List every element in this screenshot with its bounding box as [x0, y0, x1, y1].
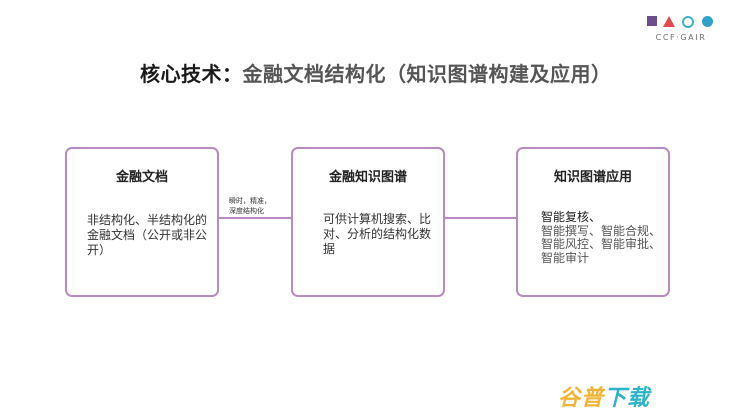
triangle-icon	[663, 16, 675, 27]
list-item: 智能审计	[541, 250, 590, 265]
ring-icon	[682, 16, 694, 28]
logo-text: CCF·GAIR	[655, 33, 707, 42]
list-item: 智能风控、智能审批、	[541, 237, 662, 251]
box-title: 知识图谱应用	[553, 170, 632, 185]
box-title: 金融文档	[115, 170, 168, 185]
box-description: 可供计算机搜索、比对、分析的结构化数据	[323, 212, 432, 256]
logo-shapes	[647, 14, 717, 28]
list-item: 智能复核、	[541, 210, 602, 224]
connector-line-1	[219, 217, 291, 219]
box-title: 金融知识图谱	[328, 170, 407, 185]
connector-line-2	[445, 217, 516, 219]
connector-label-line-1: 瞬时，精准，	[229, 197, 271, 205]
title-main: 金融文档结构化（知识图谱构建及应用）	[242, 62, 612, 86]
slide-title: 核心技术：金融文档结构化（知识图谱构建及应用）	[140, 58, 612, 87]
list-item: 智能撰写、智能合规、	[541, 223, 662, 238]
application-list: 智能复核、 智能撰写、智能合规、 智能风控、智能审批、 智能审计	[541, 210, 669, 265]
watermark-head: 谷普	[558, 386, 605, 411]
watermark-tail: 下载	[604, 386, 651, 411]
circle-icon	[702, 16, 713, 27]
ccf-gair-logo: CCF·GAIR	[640, 12, 722, 46]
box-knowledge-graph: 金融知识图谱 可供计算机搜索、比对、分析的结构化数据	[291, 147, 445, 297]
title-lead: 核心技术：	[140, 62, 243, 86]
box-graph-applications: 知识图谱应用 智能复核、 智能撰写、智能合规、 智能风控、智能审批、 智能审计	[516, 147, 670, 297]
box-financial-documents: 金融文档 非结构化、半结构化的金融文档（公开或非公开）	[65, 147, 219, 297]
watermark-text: 谷普下载	[558, 380, 650, 412]
connector-label-line-2: 深度结构化	[229, 207, 264, 215]
connector-label: 瞬时，精准， 深度结构化	[229, 196, 271, 216]
box-description: 非结构化、半结构化的金融文档（公开或非公开）	[87, 213, 208, 257]
square-icon	[647, 16, 657, 26]
